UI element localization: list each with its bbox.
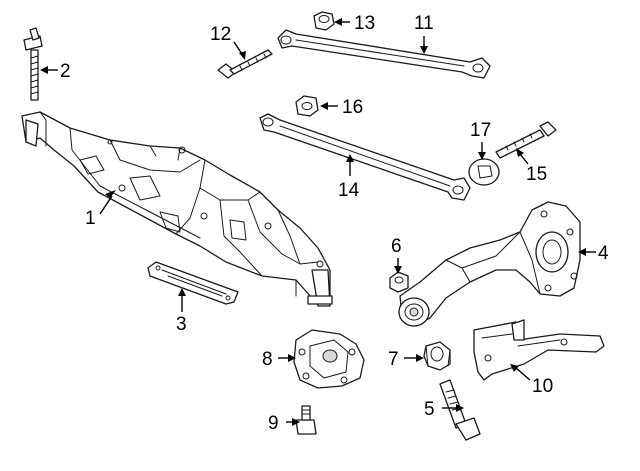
part-12-bolt — [217, 49, 273, 79]
part-16-nut — [295, 95, 319, 117]
part-13-nut — [313, 11, 335, 31]
part-3-plate — [147, 261, 239, 305]
callout-7: 7 — [388, 349, 399, 370]
part-9-bolt — [295, 405, 317, 435]
callout-labels: 1 2 3 4 5 6 7 8 9 10 11 12 13 14 15 16 1… — [60, 13, 609, 434]
callout-16: 16 — [342, 97, 363, 118]
part-5-bolt — [439, 379, 481, 441]
part-4-trailing-arm — [398, 201, 581, 327]
callout-12: 12 — [210, 24, 231, 45]
part-1-crossmember — [21, 111, 333, 307]
part-7-bushing — [423, 341, 451, 371]
part-2-bolt — [23, 27, 43, 101]
part-11-control-arm — [277, 29, 491, 79]
callout-11: 11 — [414, 13, 434, 34]
callout-14: 14 — [338, 180, 360, 201]
leader-lines — [40, 18, 596, 426]
part-15-bolt — [495, 121, 557, 159]
callout-4: 4 — [598, 243, 609, 264]
callout-5: 5 — [424, 399, 435, 420]
callout-10: 10 — [532, 376, 553, 397]
part-6-nut — [389, 271, 409, 293]
callout-13: 13 — [354, 13, 375, 34]
callout-15: 15 — [526, 164, 547, 185]
callout-8: 8 — [262, 349, 273, 370]
part-14-control-arm — [259, 113, 471, 201]
callout-1: 1 — [85, 208, 96, 229]
callout-2: 2 — [60, 61, 71, 82]
callout-3: 3 — [176, 314, 187, 335]
part-17-washer — [468, 158, 500, 186]
part-8-mount — [293, 329, 365, 389]
callout-6: 6 — [391, 236, 402, 257]
callout-17: 17 — [470, 120, 491, 141]
part-10-shield — [473, 319, 605, 381]
callout-9: 9 — [268, 413, 279, 434]
